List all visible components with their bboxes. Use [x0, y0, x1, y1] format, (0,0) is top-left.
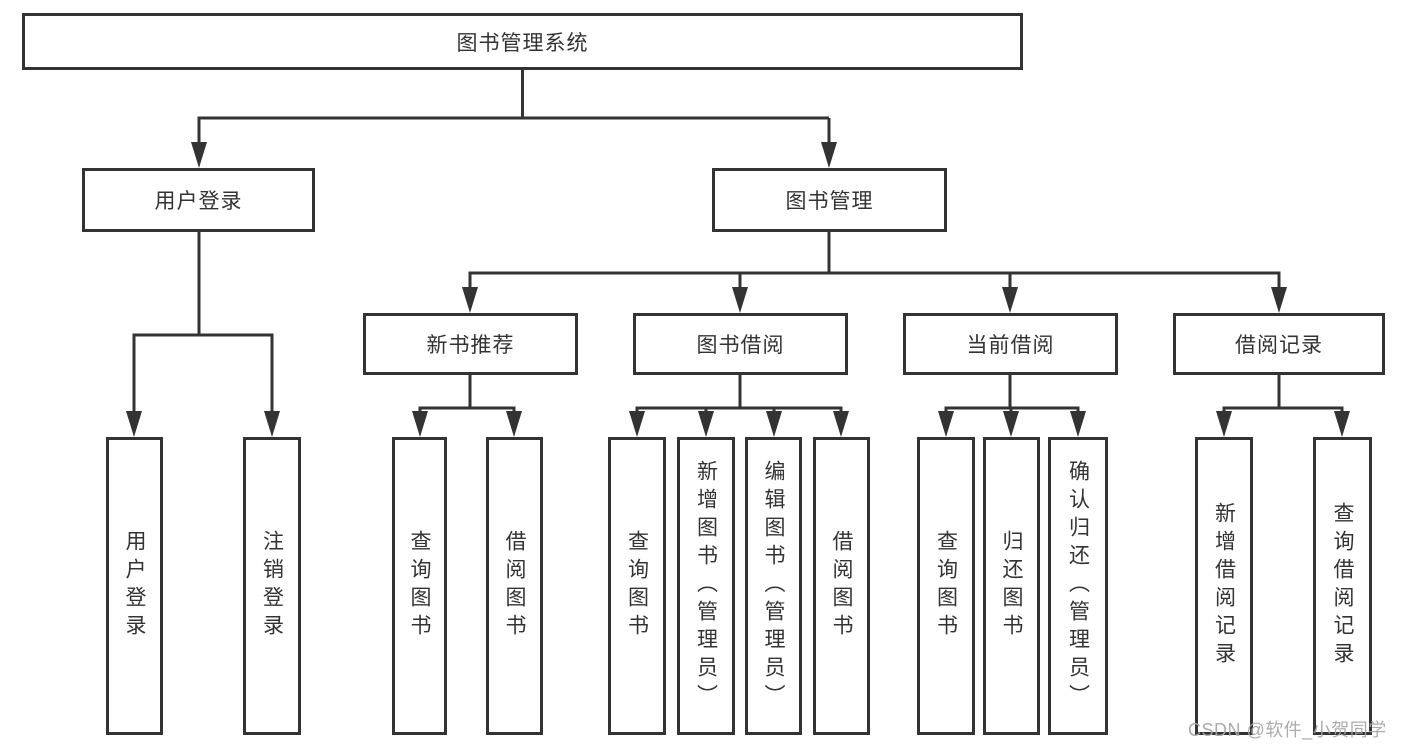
node-leaf-user-login: 用户登录 — [106, 437, 163, 735]
arrowhead-icon — [1002, 287, 1018, 313]
node-leaf-borrow-book-2: 借阅图书 — [813, 437, 870, 735]
arrowhead-icon — [732, 287, 748, 313]
arrowhead-icon — [264, 411, 280, 437]
node-user-login: 用户登录 — [82, 168, 315, 232]
arrowhead-icon — [1003, 411, 1019, 437]
node-current-borrow: 当前借阅 — [903, 313, 1118, 375]
node-root-system: 图书管理系统 — [22, 13, 1023, 70]
arrowhead-icon — [766, 411, 782, 437]
node-leaf-confirm-return: 确认归还（管理员） — [1048, 437, 1108, 735]
node-leaf-query-book-3: 查询图书 — [917, 437, 975, 735]
node-leaf-borrow-book-1: 借阅图书 — [486, 437, 543, 735]
arrowhead-icon — [462, 287, 478, 313]
arrowhead-icon — [698, 411, 714, 437]
arrowhead-icon — [1271, 287, 1287, 313]
arrowhead-icon — [506, 411, 522, 437]
arrowhead-icon — [191, 142, 207, 168]
arrowhead-icon — [1216, 411, 1232, 437]
csdn-watermark: CSDN @软件_小贺同学 — [1188, 720, 1387, 740]
node-book-borrow: 图书借阅 — [633, 313, 848, 375]
node-leaf-query-borrow-record: 查询借阅记录 — [1313, 437, 1372, 735]
arrowhead-icon — [1070, 411, 1086, 437]
arrowheads — [126, 142, 1350, 437]
node-leaf-query-book-1: 查询图书 — [392, 437, 447, 735]
arrowhead-icon — [938, 411, 954, 437]
node-leaf-add-book: 新增图书（管理员） — [677, 437, 735, 735]
arrowhead-icon — [412, 411, 428, 437]
node-book-management: 图书管理 — [712, 168, 947, 232]
arrowhead-icon — [126, 411, 142, 437]
arrowhead-icon — [1334, 411, 1350, 437]
node-leaf-logout: 注销登录 — [243, 437, 301, 735]
arrowhead-icon — [821, 142, 837, 168]
node-leaf-query-book-2: 查询图书 — [608, 437, 666, 735]
node-leaf-return-book: 归还图书 — [983, 437, 1040, 735]
node-leaf-add-borrow-record: 新增借阅记录 — [1195, 437, 1253, 735]
arrowhead-icon — [629, 411, 645, 437]
node-new-book-recommend: 新书推荐 — [363, 313, 578, 375]
connector-lines — [132, 70, 1344, 419]
arrowhead-icon — [833, 411, 849, 437]
node-leaf-edit-book: 编辑图书（管理员） — [745, 437, 802, 735]
node-borrow-record: 借阅记录 — [1173, 313, 1385, 375]
